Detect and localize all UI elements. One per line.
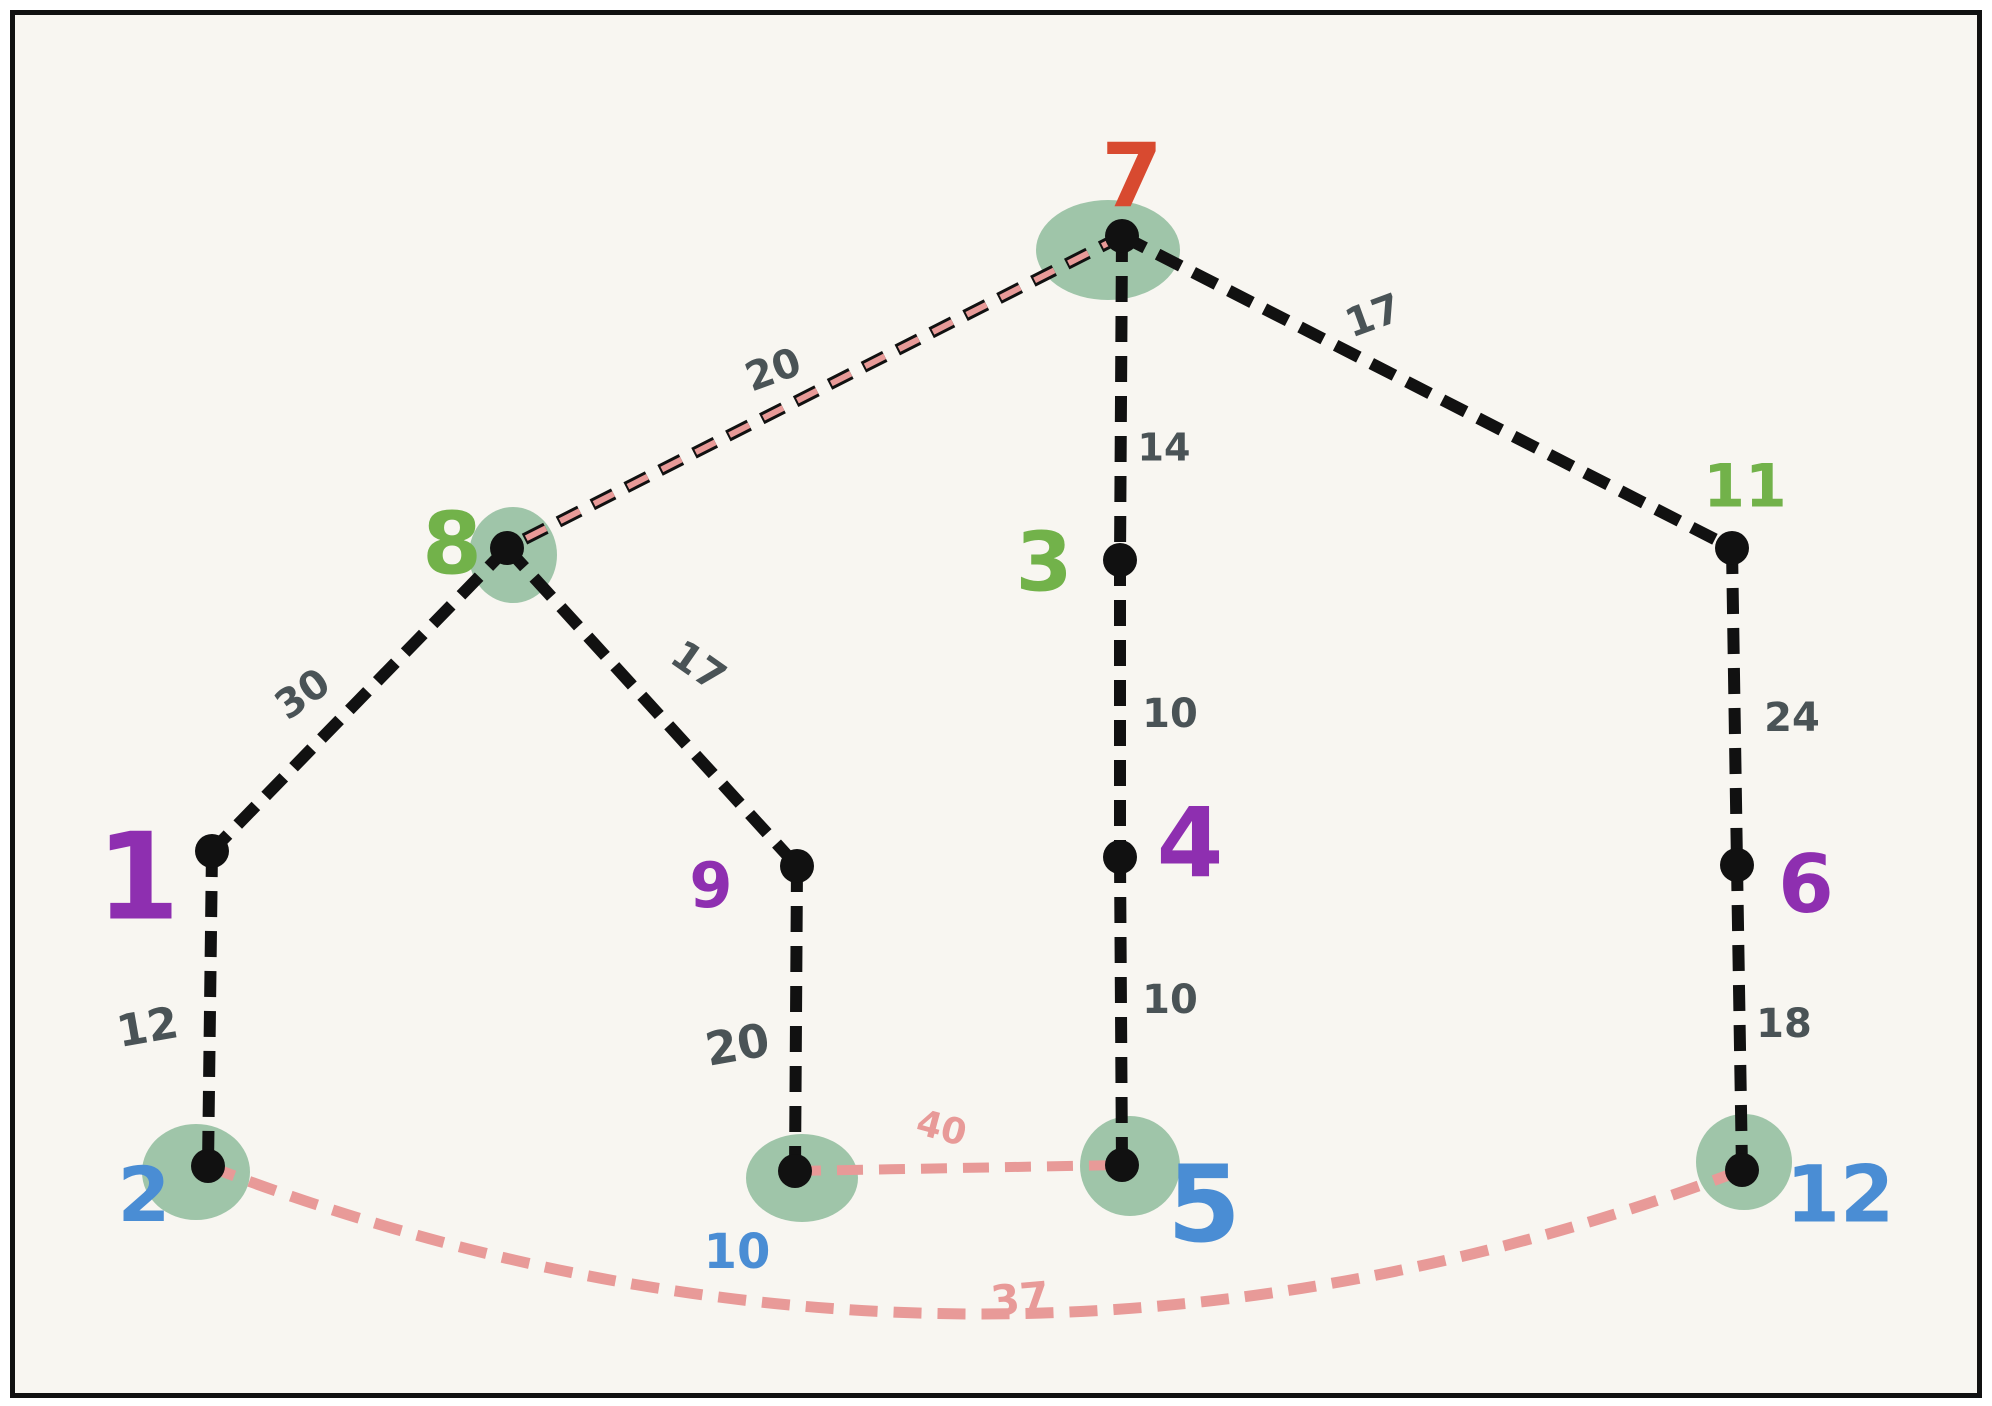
node-8 <box>490 531 524 565</box>
edge-weight-9-10: 20 <box>701 1012 773 1076</box>
node-2 <box>191 1149 225 1183</box>
edge-4-5 <box>1114 856 1128 1166</box>
node-7 <box>1105 219 1139 253</box>
edge-8-1 <box>207 543 512 856</box>
node-label-9: 9 <box>689 849 732 922</box>
edge-weight-8-9: 17 <box>662 632 734 702</box>
node-label-2: 2 <box>118 1150 171 1239</box>
node-halo-layer <box>142 200 1792 1222</box>
edge-weight-3-4: 10 <box>1142 691 1198 737</box>
edge-weight-2-12: 37 <box>988 1272 1051 1326</box>
edge-2-12 <box>206 1160 1744 1320</box>
node-4 <box>1103 840 1137 874</box>
edge-weight-7-8: 20 <box>739 339 807 401</box>
node-10 <box>778 1154 812 1188</box>
node-1 <box>195 834 229 868</box>
node-label-11: 11 <box>1703 452 1787 522</box>
node-label-10: 10 <box>704 1224 771 1280</box>
edge-6-12 <box>1731 864 1748 1171</box>
edge-weight-6-12: 18 <box>1756 1001 1812 1047</box>
edge-weight-1-2: 12 <box>113 997 182 1058</box>
node-label-4: 4 <box>1157 787 1224 899</box>
edge-7-11 <box>1119 230 1735 554</box>
edge-weight-7-3: 14 <box>1138 426 1191 470</box>
edge-weight-8-1: 30 <box>267 660 339 730</box>
node-6 <box>1720 848 1754 882</box>
edge-weight-7-11: 17 <box>1339 285 1407 347</box>
edge-weight-4-5: 10 <box>1142 977 1198 1023</box>
edge-layer <box>202 230 1748 1320</box>
edge-1-2 <box>202 850 218 1167</box>
diagram-frame <box>10 10 1982 1398</box>
node-label-7: 7 <box>1101 124 1162 227</box>
node-9 <box>780 849 814 883</box>
node-label-6: 6 <box>1778 838 1834 931</box>
node-11 <box>1715 531 1749 565</box>
edge-9-10 <box>789 865 803 1172</box>
edge-7-3 <box>1114 235 1128 561</box>
edge-11-6 <box>1726 547 1743 866</box>
edge-weight-11-6: 24 <box>1764 695 1820 741</box>
edge-8-9 <box>502 543 802 871</box>
node-label-12: 12 <box>1786 1150 1895 1240</box>
node-label-5: 5 <box>1167 1143 1241 1266</box>
node-3 <box>1103 543 1137 577</box>
node-label-1: 1 <box>96 809 180 948</box>
node-label-3: 3 <box>1015 515 1072 610</box>
node-halo-7 <box>1036 200 1180 300</box>
node-layer <box>191 219 1759 1188</box>
edge-10-5 <box>794 1160 1123 1176</box>
node-5 <box>1105 1148 1139 1182</box>
edge-7-8-highlight <box>505 233 1124 551</box>
edge-weight-10-5: 40 <box>912 1102 971 1155</box>
node-label-8: 8 <box>422 494 482 594</box>
node-12 <box>1725 1153 1759 1187</box>
